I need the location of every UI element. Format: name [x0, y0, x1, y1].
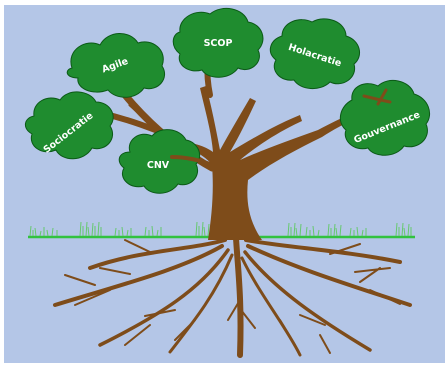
foliage-cloud-icon	[269, 18, 361, 89]
foliage-cloud-icon	[172, 7, 264, 78]
roots	[53, 235, 412, 358]
root-left-4	[168, 253, 234, 354]
root-right-1	[244, 238, 402, 264]
root-left-2	[53, 244, 224, 307]
canopy-sociocratie: Sociocratie	[25, 91, 114, 160]
foliage-cloud-icon	[25, 91, 114, 160]
root-main	[233, 235, 244, 358]
canopy-cnv: CNV	[118, 129, 201, 194]
canopy-label-scop: SCOP	[204, 38, 233, 49]
canopy-gouvernance: Gouvernance	[339, 79, 430, 156]
foliage-cloud-icon	[118, 129, 201, 194]
canopy-label-cnv: CNV	[147, 160, 170, 171]
foliage-cloud-icon	[66, 33, 166, 98]
canopy-holacratie: Holacratie	[269, 18, 361, 89]
trunk	[175, 86, 393, 240]
branch-stubs	[170, 88, 392, 167]
canopy-agile: Agile	[66, 33, 166, 98]
root-left-3	[98, 248, 230, 347]
canopy-scop: SCOP	[172, 7, 264, 78]
grass-tufts	[29, 221, 412, 237]
foliage-cloud-icon	[339, 79, 430, 156]
root-left-1	[88, 238, 227, 270]
root-right-3	[243, 250, 372, 352]
